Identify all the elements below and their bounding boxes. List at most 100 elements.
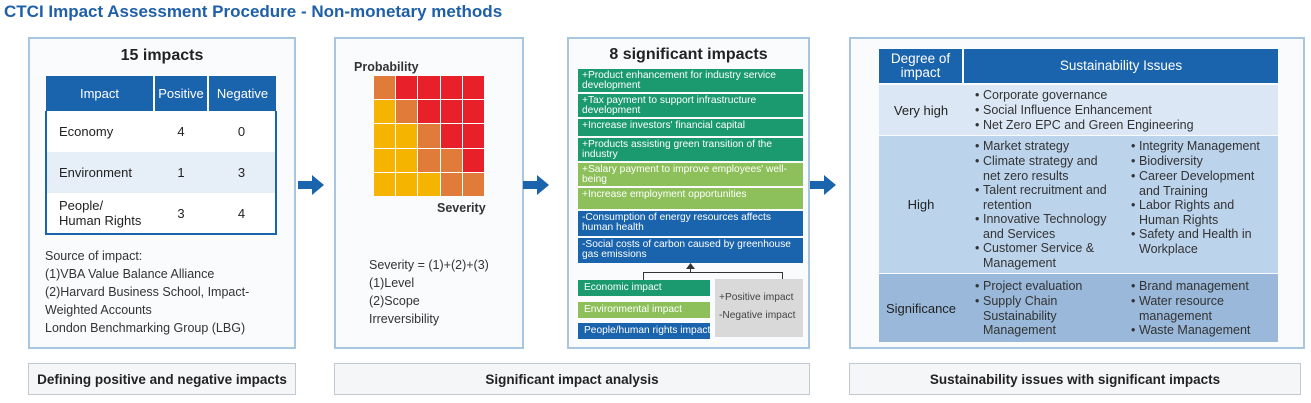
page-title: CTCI Impact Assessment Procedure - Non-m…	[4, 2, 503, 21]
issue-item: Labor Rights and Human Rights	[1131, 198, 1274, 227]
matrix-cell	[462, 76, 484, 100]
negative-legend: -Negative impact	[719, 310, 796, 321]
significant-impact-item: +Increase employment opportunities	[578, 188, 803, 209]
matrix-cell	[440, 76, 462, 100]
matrix-cell	[374, 76, 396, 100]
very-high-issues: Corporate governance Social Influence En…	[963, 85, 1278, 135]
matrix-cell	[418, 76, 440, 100]
impact-count-table: Impact Positive Negative Economy 4 0 Env…	[45, 76, 277, 235]
issue-item: Climate strategy and net zero results	[975, 154, 1103, 183]
positive-count: 4	[154, 111, 208, 152]
issue-item: Market strategy	[975, 139, 1128, 154]
issue-item: Net Zero EPC and Green Engineering	[975, 118, 1268, 133]
impacts-panel: 15 impacts Impact Positive Negative Econ…	[28, 37, 296, 349]
flow-arrow-icon	[810, 175, 836, 195]
matrix-cell	[462, 148, 484, 172]
col-header-negative: Negative	[208, 76, 276, 111]
formula-line: Irreversibility	[369, 312, 440, 326]
significant-impact-item: +Tax payment to support infrastructure d…	[578, 94, 803, 117]
significant-impact-item: -Consumption of energy resources affects…	[578, 211, 803, 236]
matrix-cell	[374, 148, 396, 172]
legend-environmental: Environmental impact	[578, 302, 710, 318]
source-line: Weighted Accounts	[45, 303, 152, 317]
formula-line: (2)Scope	[369, 294, 420, 308]
connector-line	[690, 267, 691, 272]
matrix-cell	[374, 100, 396, 124]
matrix-cell	[462, 172, 484, 196]
col-header-positive: Positive	[154, 76, 209, 111]
issue-item: Corporate governance	[975, 88, 1268, 103]
negative-count: 4	[208, 193, 276, 234]
sustainability-issues-panel: Degree of impact Sustainability Issues V…	[849, 37, 1305, 349]
flow-arrow-icon	[298, 175, 324, 195]
matrix-cell	[440, 124, 462, 148]
matrix-cell	[374, 172, 396, 196]
degree-high: High	[879, 136, 963, 273]
caption-issues: Sustainability issues with significant i…	[849, 363, 1301, 395]
matrix-cell	[418, 148, 440, 172]
source-line: London Benchmarking Group (LBG)	[45, 321, 246, 335]
significant-impact-item: +Products assisting green transition of …	[578, 138, 803, 161]
matrix-cell	[440, 148, 462, 172]
sign-legend-box: +Positive impact -Negative impact	[715, 279, 803, 337]
impact-category: Economy	[46, 111, 154, 152]
legend-economic: Economic impact	[578, 280, 710, 296]
probability-axis-label: Probability	[354, 60, 419, 74]
matrix-cell	[418, 100, 440, 124]
positive-legend: +Positive impact	[719, 292, 794, 303]
negative-count: 3	[208, 152, 276, 193]
positive-count: 3	[154, 193, 208, 234]
significant-impacts-panel: 8 significant impacts +Product enhanceme…	[567, 37, 810, 349]
matrix-cell	[396, 124, 418, 148]
impact-category-line: Human Rights	[59, 213, 142, 228]
impact-category-line: People/	[59, 198, 104, 213]
arrow-up-icon	[686, 263, 695, 269]
source-line: Source of impact:	[45, 249, 143, 263]
issue-item: Innovative Technology and Services	[975, 212, 1128, 241]
issue-item: Talent recruitment and retention	[975, 183, 1128, 212]
degree-very-high: Very high	[879, 85, 963, 135]
connector-line	[782, 272, 783, 280]
significant-impact-item: -Social costs of carbon caused by greenh…	[578, 238, 803, 263]
risk-matrix	[374, 76, 484, 196]
issue-item: Safety and Health in Workplace	[1131, 227, 1274, 256]
matrix-cell	[396, 148, 418, 172]
matrix-cell	[374, 124, 396, 148]
degree-header: Degree of impact	[879, 49, 962, 83]
table-row: Environment 1 3	[46, 152, 276, 193]
degree-header-line: impact	[900, 65, 941, 80]
high-issues: Market strategy Climate strategy and net…	[963, 136, 1278, 273]
matrix-cell	[418, 124, 440, 148]
impact-category: People/ Human Rights	[46, 193, 154, 234]
issue-item: Water resource management	[1131, 294, 1249, 323]
issue-item: Career Development and Training	[1131, 169, 1274, 198]
degree-header-line: Degree of	[890, 51, 951, 66]
issue-item: Social Influence Enhancement	[975, 103, 1268, 118]
impact-category: Environment	[46, 152, 154, 193]
issue-item: Supply Chain Sustainability Management	[975, 294, 1083, 338]
matrix-cell	[418, 172, 440, 196]
legend-people: People/human rights impacts	[578, 323, 715, 339]
source-line: (2)Harvard Business School, Impact-	[45, 285, 250, 299]
matrix-cell	[396, 100, 418, 124]
issue-item: Waste Management	[1131, 323, 1274, 338]
positive-count: 1	[154, 152, 208, 193]
caption-defining: Defining positive and negative impacts	[28, 363, 296, 395]
table-row: People/ Human Rights 3 4	[46, 193, 276, 234]
issues-header: Sustainability Issues	[964, 49, 1278, 83]
col-header-impact: Impact	[46, 76, 155, 111]
impacts-heading: 15 impacts	[120, 47, 204, 64]
issue-item: Biodiversity	[1131, 154, 1274, 169]
matrix-cell	[396, 76, 418, 100]
significant-impact-item: +Product enhancement for industry servic…	[578, 69, 803, 92]
matrix-cell	[440, 172, 462, 196]
issue-item: Integrity Management	[1131, 139, 1274, 154]
analysis-panel: Probability Severity Severity = (1)+(2)+…	[334, 37, 524, 349]
flow-arrow-icon	[523, 175, 549, 195]
significant-impact-item: +Salary payment to improve employees' we…	[578, 163, 803, 186]
caption-analysis: Significant impact analysis	[334, 363, 810, 395]
significance-issues: Project evaluation Supply Chain Sustaina…	[963, 274, 1278, 342]
significant-impact-item: +Increase investors' financial capital	[578, 119, 803, 136]
issue-item: Brand management	[1131, 279, 1274, 294]
matrix-cell	[462, 124, 484, 148]
